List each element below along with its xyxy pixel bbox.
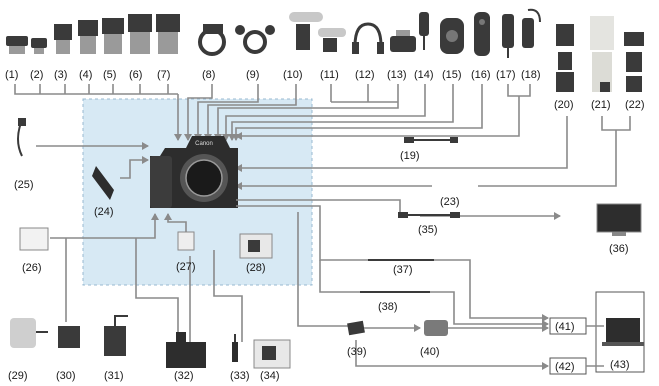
speedlite-b-icon <box>102 18 124 54</box>
label-20: (20) <box>554 99 574 111</box>
extender-lens-icon <box>624 32 644 92</box>
label-33: (33) <box>230 370 250 382</box>
label-42: (42) <box>555 361 575 373</box>
battery-charger-b-icon <box>240 234 272 258</box>
label-18: (18) <box>521 69 541 81</box>
car-battery-charger-icon <box>254 340 290 368</box>
label-31: (31) <box>104 370 124 382</box>
label-19: (19) <box>400 150 420 162</box>
hdmi-plug-icon <box>398 212 408 218</box>
label-41: (41) <box>555 321 575 333</box>
label-16: (16) <box>471 69 491 81</box>
dc-coupler-icon <box>58 326 80 348</box>
remote-controller-icon <box>474 12 490 56</box>
label-10: (10) <box>283 69 303 81</box>
battery-pack-icon <box>178 232 194 250</box>
ac-adapter-icon <box>10 318 48 348</box>
label-34: (34) <box>260 370 280 382</box>
memory-card-icon <box>347 321 365 336</box>
label-40: (40) <box>420 346 440 358</box>
label-15: (15) <box>442 69 462 81</box>
label-27: (27) <box>176 261 196 273</box>
macro-ring-lite-icon <box>6 36 28 54</box>
car-battery-cable-icon <box>232 334 238 362</box>
label-11: (11) <box>320 69 339 81</box>
label-38: (38) <box>378 301 398 313</box>
macro-ring-lite-b-icon <box>235 25 275 52</box>
compact-flash-icon <box>31 38 47 54</box>
cable-19 <box>404 137 458 143</box>
lens-group <box>556 16 644 92</box>
label-7: (7) <box>157 69 170 81</box>
ac-adapter-b-icon <box>104 316 128 356</box>
label-23: (23) <box>440 196 460 208</box>
speedlite-small-icon <box>54 24 72 54</box>
remote-switch-a-icon <box>419 12 429 50</box>
label-17: (17) <box>496 69 516 81</box>
lens-icon <box>556 24 574 92</box>
adapter-icon <box>390 30 416 52</box>
timer-remote-a-icon <box>502 14 514 58</box>
label-22: (22) <box>625 99 645 111</box>
timer-remote-b-icon <box>522 10 540 48</box>
speedlite-a-icon <box>78 20 98 54</box>
top-accessories <box>6 10 540 58</box>
label-4: (4) <box>79 69 92 81</box>
label-24: (24) <box>94 206 114 218</box>
super-telephoto-lens-icon <box>590 16 614 92</box>
camera-brand-text: Canon <box>195 141 213 147</box>
label-12: (12) <box>355 69 375 81</box>
label-13: (13) <box>387 69 407 81</box>
label-32: (32) <box>174 370 194 382</box>
label-39: (39) <box>347 346 367 358</box>
label-30: (30) <box>56 370 76 382</box>
headphones-icon <box>352 24 384 54</box>
label-37: (37) <box>393 264 413 276</box>
stereo-microphone-icon <box>289 12 323 50</box>
label-43: (43) <box>610 359 630 371</box>
label-1: (1) <box>5 69 18 81</box>
label-35: (35) <box>418 224 438 236</box>
label-28: (28) <box>246 262 266 274</box>
wireless-remote-icon <box>440 18 464 54</box>
label-26: (26) <box>22 262 42 274</box>
label-6: (6) <box>129 69 142 81</box>
label-8: (8) <box>202 69 215 81</box>
label-25: (25) <box>14 179 34 191</box>
card-reader-icon <box>424 320 448 336</box>
speedlite-c-icon <box>128 14 152 54</box>
label-5: (5) <box>103 69 116 81</box>
shotgun-microphone-icon <box>318 28 346 52</box>
battery-charger-icon <box>20 228 48 250</box>
label-9: (9) <box>246 69 259 81</box>
label-36: (36) <box>609 243 629 255</box>
tv-icon <box>597 204 641 236</box>
label-29: (29) <box>8 370 28 382</box>
macro-twin-lite-icon <box>200 24 224 54</box>
battery-grip-icon <box>166 332 206 368</box>
label-14: (14) <box>414 69 434 81</box>
laptop-icon <box>602 318 644 346</box>
label-2: (2) <box>30 69 43 81</box>
label-21: (21) <box>591 99 611 111</box>
speedlite-d-icon <box>156 14 180 54</box>
wrist-strap-icon <box>18 118 26 156</box>
label-3: (3) <box>54 69 67 81</box>
